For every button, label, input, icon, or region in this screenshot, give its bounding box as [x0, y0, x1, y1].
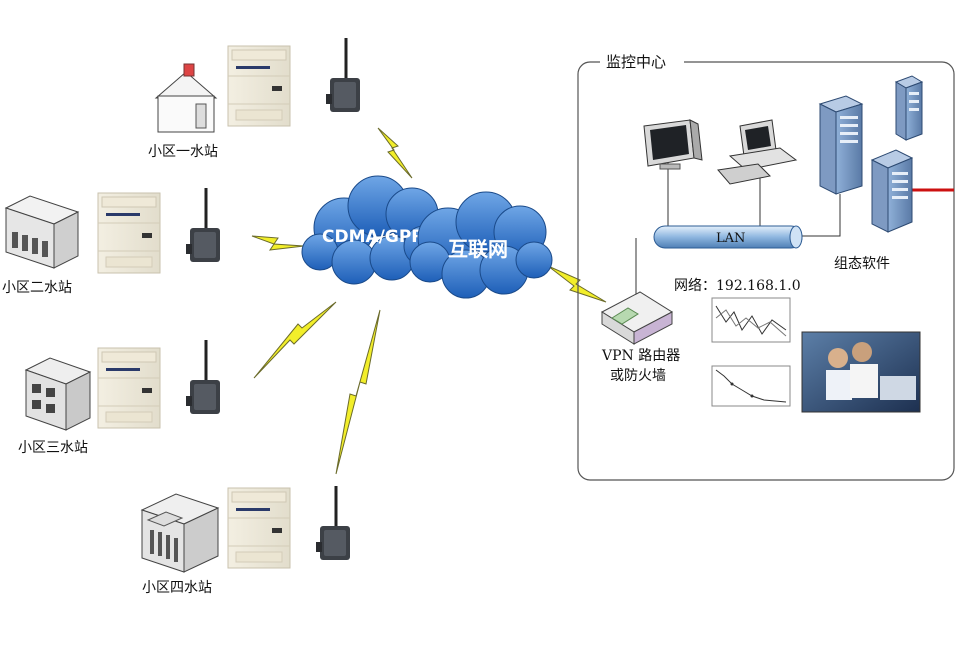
software-label: 组态软件	[834, 256, 890, 272]
operators-photo	[801, 331, 921, 413]
panel-title: 监控中心	[606, 53, 666, 71]
server-tower-icon	[818, 95, 864, 195]
lan-pipe: LAN	[653, 225, 803, 249]
station-2: 小区二水站	[2, 186, 222, 296]
desktop-computer-icon	[717, 119, 798, 185]
building-icon	[4, 195, 80, 269]
station-1: 小区一水站	[148, 36, 362, 160]
lan-label: LAN	[716, 231, 745, 246]
internet-cloud: 互联网	[409, 191, 553, 299]
office-building-icon	[24, 357, 92, 431]
lightning-icon	[253, 301, 337, 379]
station-4: 小区四水站	[140, 484, 352, 596]
cdma-cloud-label: CDMA/GPR	[322, 227, 424, 247]
wireless-modem-icon	[184, 186, 222, 264]
router-label-line1: VPN 路由器	[601, 348, 680, 364]
station-label: 小区二水站	[2, 280, 72, 296]
trend-chart-thumbnail	[711, 365, 791, 407]
vpn-router-icon	[600, 291, 674, 345]
lightning-icon	[251, 235, 305, 251]
monitor-icon	[643, 119, 703, 170]
trend-chart-thumbnail	[711, 297, 791, 343]
network-address-label: 网络：192.168.1.0	[674, 278, 801, 294]
lightning-icon	[547, 265, 607, 303]
wireless-modem-icon	[314, 484, 352, 562]
station-label: 小区一水站	[148, 144, 218, 160]
plc-icon	[97, 192, 161, 274]
lightning-icon	[377, 127, 413, 179]
lan-network: LAN	[635, 162, 954, 300]
server-tower-icon	[894, 75, 924, 141]
internet-cloud-label: 互联网	[448, 237, 508, 261]
station-label: 小区三水站	[18, 440, 88, 456]
server-tower-icon	[870, 149, 914, 233]
router-label-line2: 或防火墙	[610, 368, 666, 384]
wireless-modem-icon	[324, 36, 362, 114]
control-center-panel: 监控中心	[577, 52, 955, 481]
plc-icon	[227, 487, 291, 569]
station-3: 小区三水站	[18, 338, 222, 456]
plc-icon	[97, 347, 161, 429]
lightning-icon	[335, 309, 381, 475]
wireless-modem-icon	[184, 338, 222, 416]
plc-icon	[227, 45, 291, 127]
wireless-links	[251, 127, 607, 475]
columned-building-icon	[140, 493, 220, 573]
station-label: 小区四水站	[142, 580, 212, 596]
house-icon	[154, 63, 218, 133]
